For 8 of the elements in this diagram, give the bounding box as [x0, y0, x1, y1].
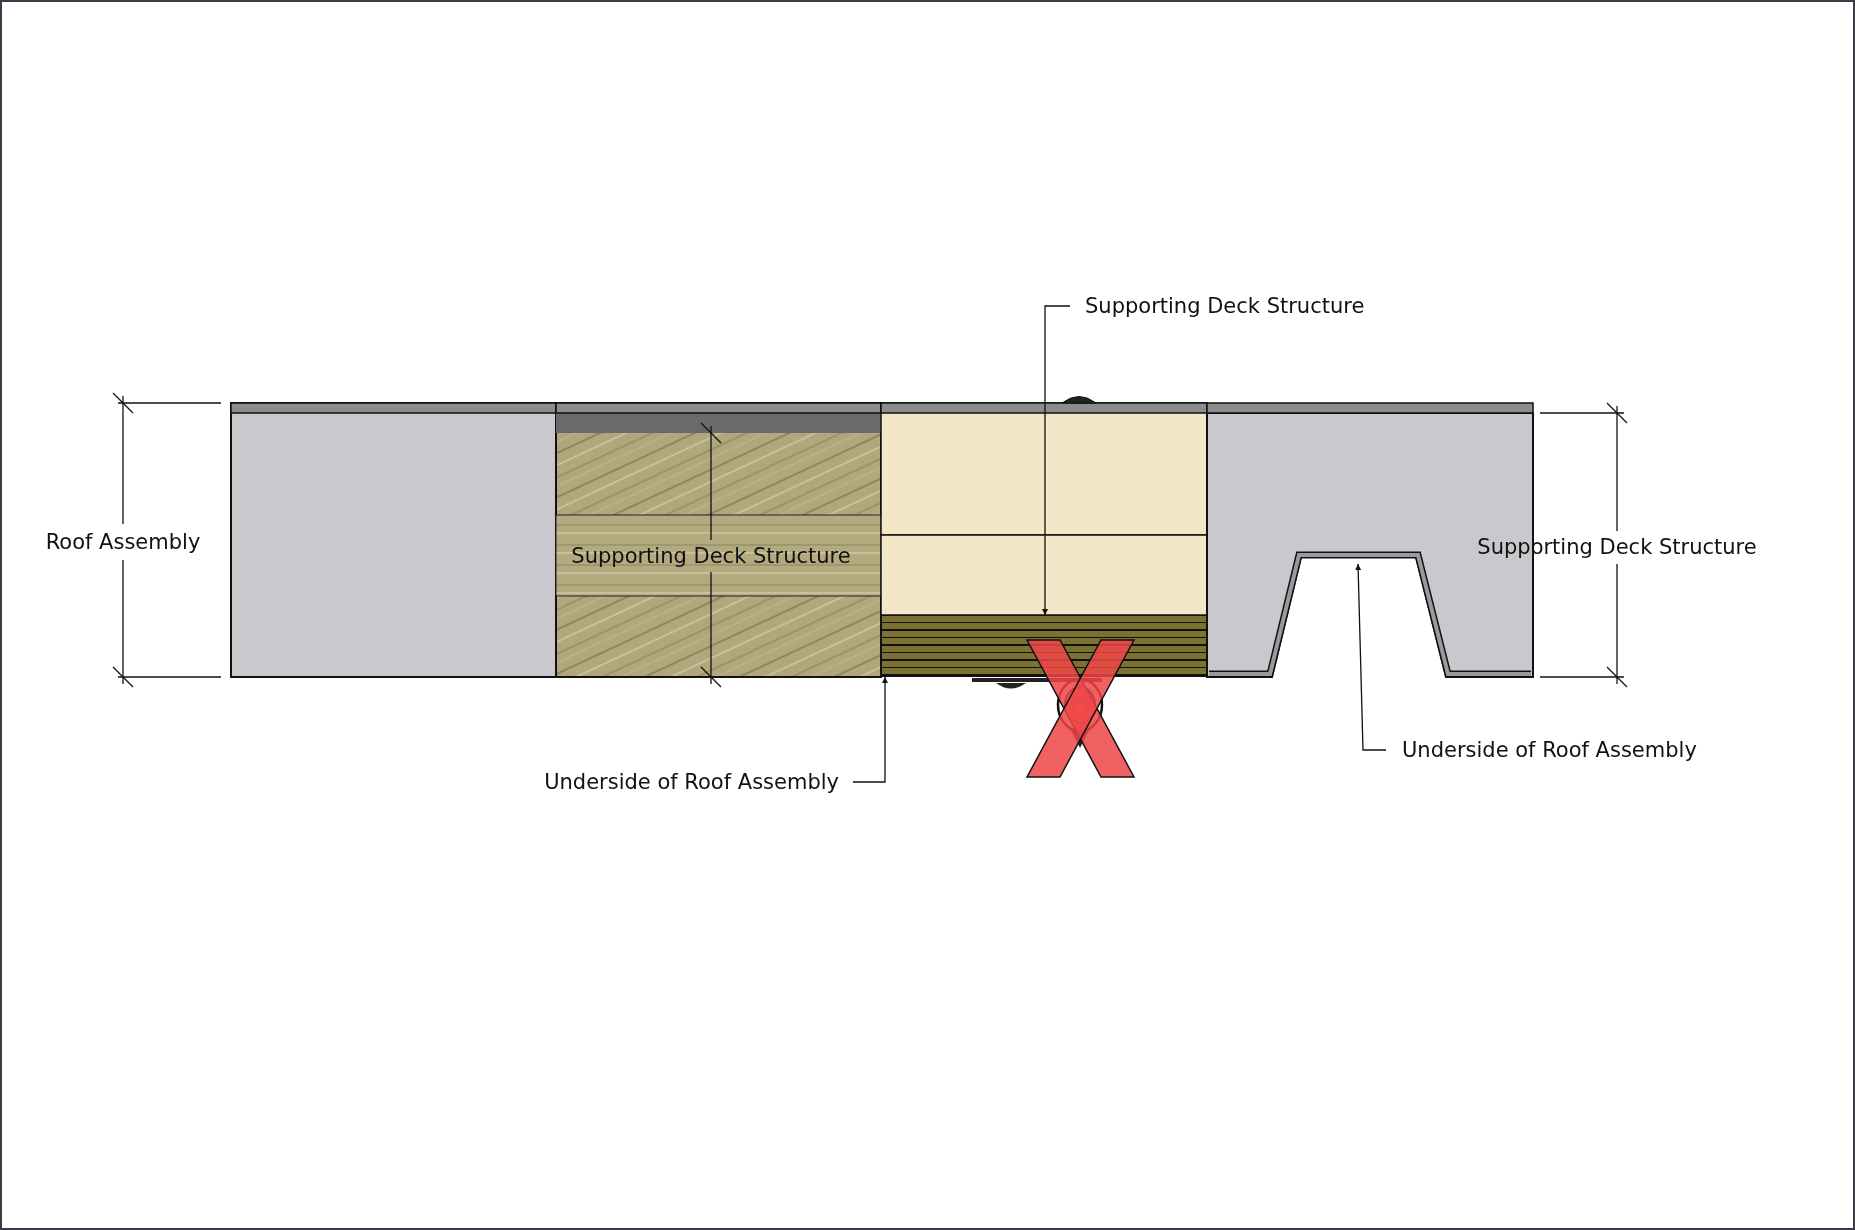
callout-label: Underside of Roof Assembly	[544, 768, 853, 796]
callout-label: Supporting Deck Structure	[1070, 292, 1365, 320]
leader-line	[1042, 305, 1071, 616]
leader-line	[852, 676, 888, 783]
callout-label: Underside of Roof Assembly	[1386, 736, 1697, 764]
dimension-label: Supporting Deck Structure	[571, 543, 851, 570]
leader-line	[1355, 563, 1387, 751]
dimension-label: Roof Assembly	[45, 529, 201, 556]
